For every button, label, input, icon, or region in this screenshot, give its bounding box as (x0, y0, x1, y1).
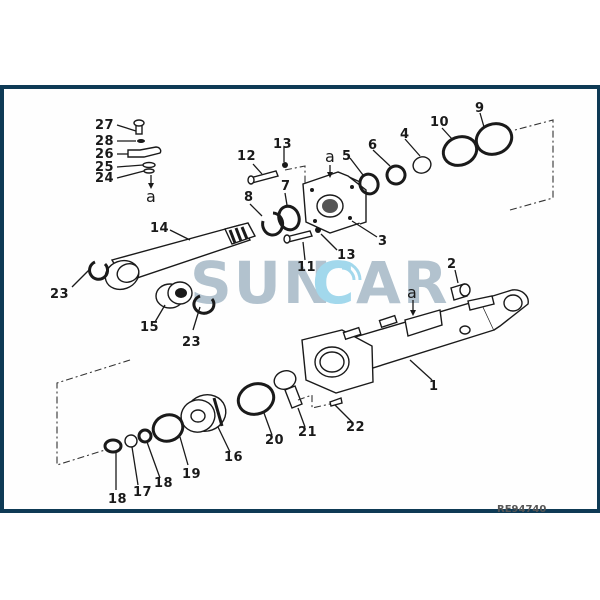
part-2-bushing (450, 283, 471, 301)
callout-9: 9 (475, 101, 485, 116)
part-6-seal-ring (385, 164, 407, 186)
callout-27: 27 (95, 118, 114, 133)
callout-26: 26 (95, 147, 114, 162)
callout-3: 3 (378, 234, 388, 249)
part-24-oring (143, 168, 155, 174)
part-22-set-screw (329, 397, 343, 407)
part-18-backup-ring-2 (103, 438, 123, 454)
part-23-snap-ring-right (192, 294, 216, 315)
callout-2: 2 (447, 257, 457, 272)
leader-lines (71, 112, 485, 490)
reference-code: RE94740 (497, 504, 546, 515)
callout-19: 19 (182, 467, 201, 482)
callout-16: 16 (224, 450, 243, 465)
callout-7: 7 (281, 179, 291, 194)
callout-14: 14 (150, 221, 169, 236)
boundary-line-right (509, 119, 554, 211)
part-26-fitting (127, 146, 162, 158)
callout-10: 10 (430, 115, 449, 130)
callout-18-left: 18 (108, 492, 127, 507)
callout-1: 1 (429, 379, 439, 394)
part-18-backup-ring (137, 428, 153, 444)
part-25-oring (142, 161, 156, 169)
part-7-wiper-seal (277, 204, 301, 232)
callout-6: 6 (368, 138, 378, 153)
part-1-cylinder-barrel (301, 289, 529, 394)
callout-11: 11 (297, 260, 316, 275)
part-5-bushing-ring (358, 172, 380, 196)
callout-4: 4 (400, 127, 410, 142)
callout-8: 8 (244, 190, 254, 205)
part-13-washer-top (282, 162, 288, 168)
part-17-ring (124, 434, 138, 448)
signal-arc (341, 260, 362, 281)
callout-23-right: 23 (182, 335, 201, 350)
part-10-backup-ring (441, 135, 479, 167)
part-14-piston-rod (104, 222, 257, 291)
part-28-washer (137, 139, 145, 143)
callout-17: 17 (133, 485, 152, 500)
detail-marker-a-1: a (146, 187, 156, 206)
callout-28: 28 (95, 134, 114, 149)
detail-marker-a-3: a (407, 283, 417, 302)
part-21-nut (273, 370, 303, 409)
watermark-c: C (312, 249, 357, 317)
callout-13-top: 13 (273, 137, 292, 152)
signal-icon (341, 266, 356, 281)
fitting-group (127, 119, 162, 189)
callout-18-right: 18 (154, 476, 173, 491)
part-20-wear-ring (236, 382, 276, 416)
detail-marker-a-2: a (325, 147, 335, 166)
boundary-line-top (284, 165, 306, 185)
part-9-o-ring (474, 122, 514, 156)
part-16-piston (180, 394, 227, 433)
callout-20: 20 (265, 433, 284, 448)
callout-12: 12 (237, 149, 256, 164)
callout-23-left: 23 (50, 287, 69, 302)
callout-13-bottom: 13 (337, 248, 356, 263)
callout-22: 22 (346, 420, 365, 435)
part-19-piston-seal (151, 413, 185, 443)
callout-labels: 27 28 26 25 24 a 13 12 8 7 a 5 6 4 10 9 … (50, 101, 546, 515)
part-4-seal (412, 156, 432, 174)
nut-screw-link (297, 394, 331, 409)
part-12-bolt (247, 170, 279, 185)
part-23-snap-ring-left (88, 260, 110, 281)
boundary-line-left (56, 359, 131, 466)
part-15-bushing (155, 281, 193, 309)
callout-25: 25 (95, 160, 114, 175)
part-11-bolt (283, 230, 313, 244)
callout-21: 21 (298, 425, 317, 440)
callout-24: 24 (95, 171, 114, 186)
callout-5: 5 (342, 149, 352, 164)
watermark-ar: AR (356, 249, 450, 317)
callout-15: 15 (140, 320, 159, 335)
